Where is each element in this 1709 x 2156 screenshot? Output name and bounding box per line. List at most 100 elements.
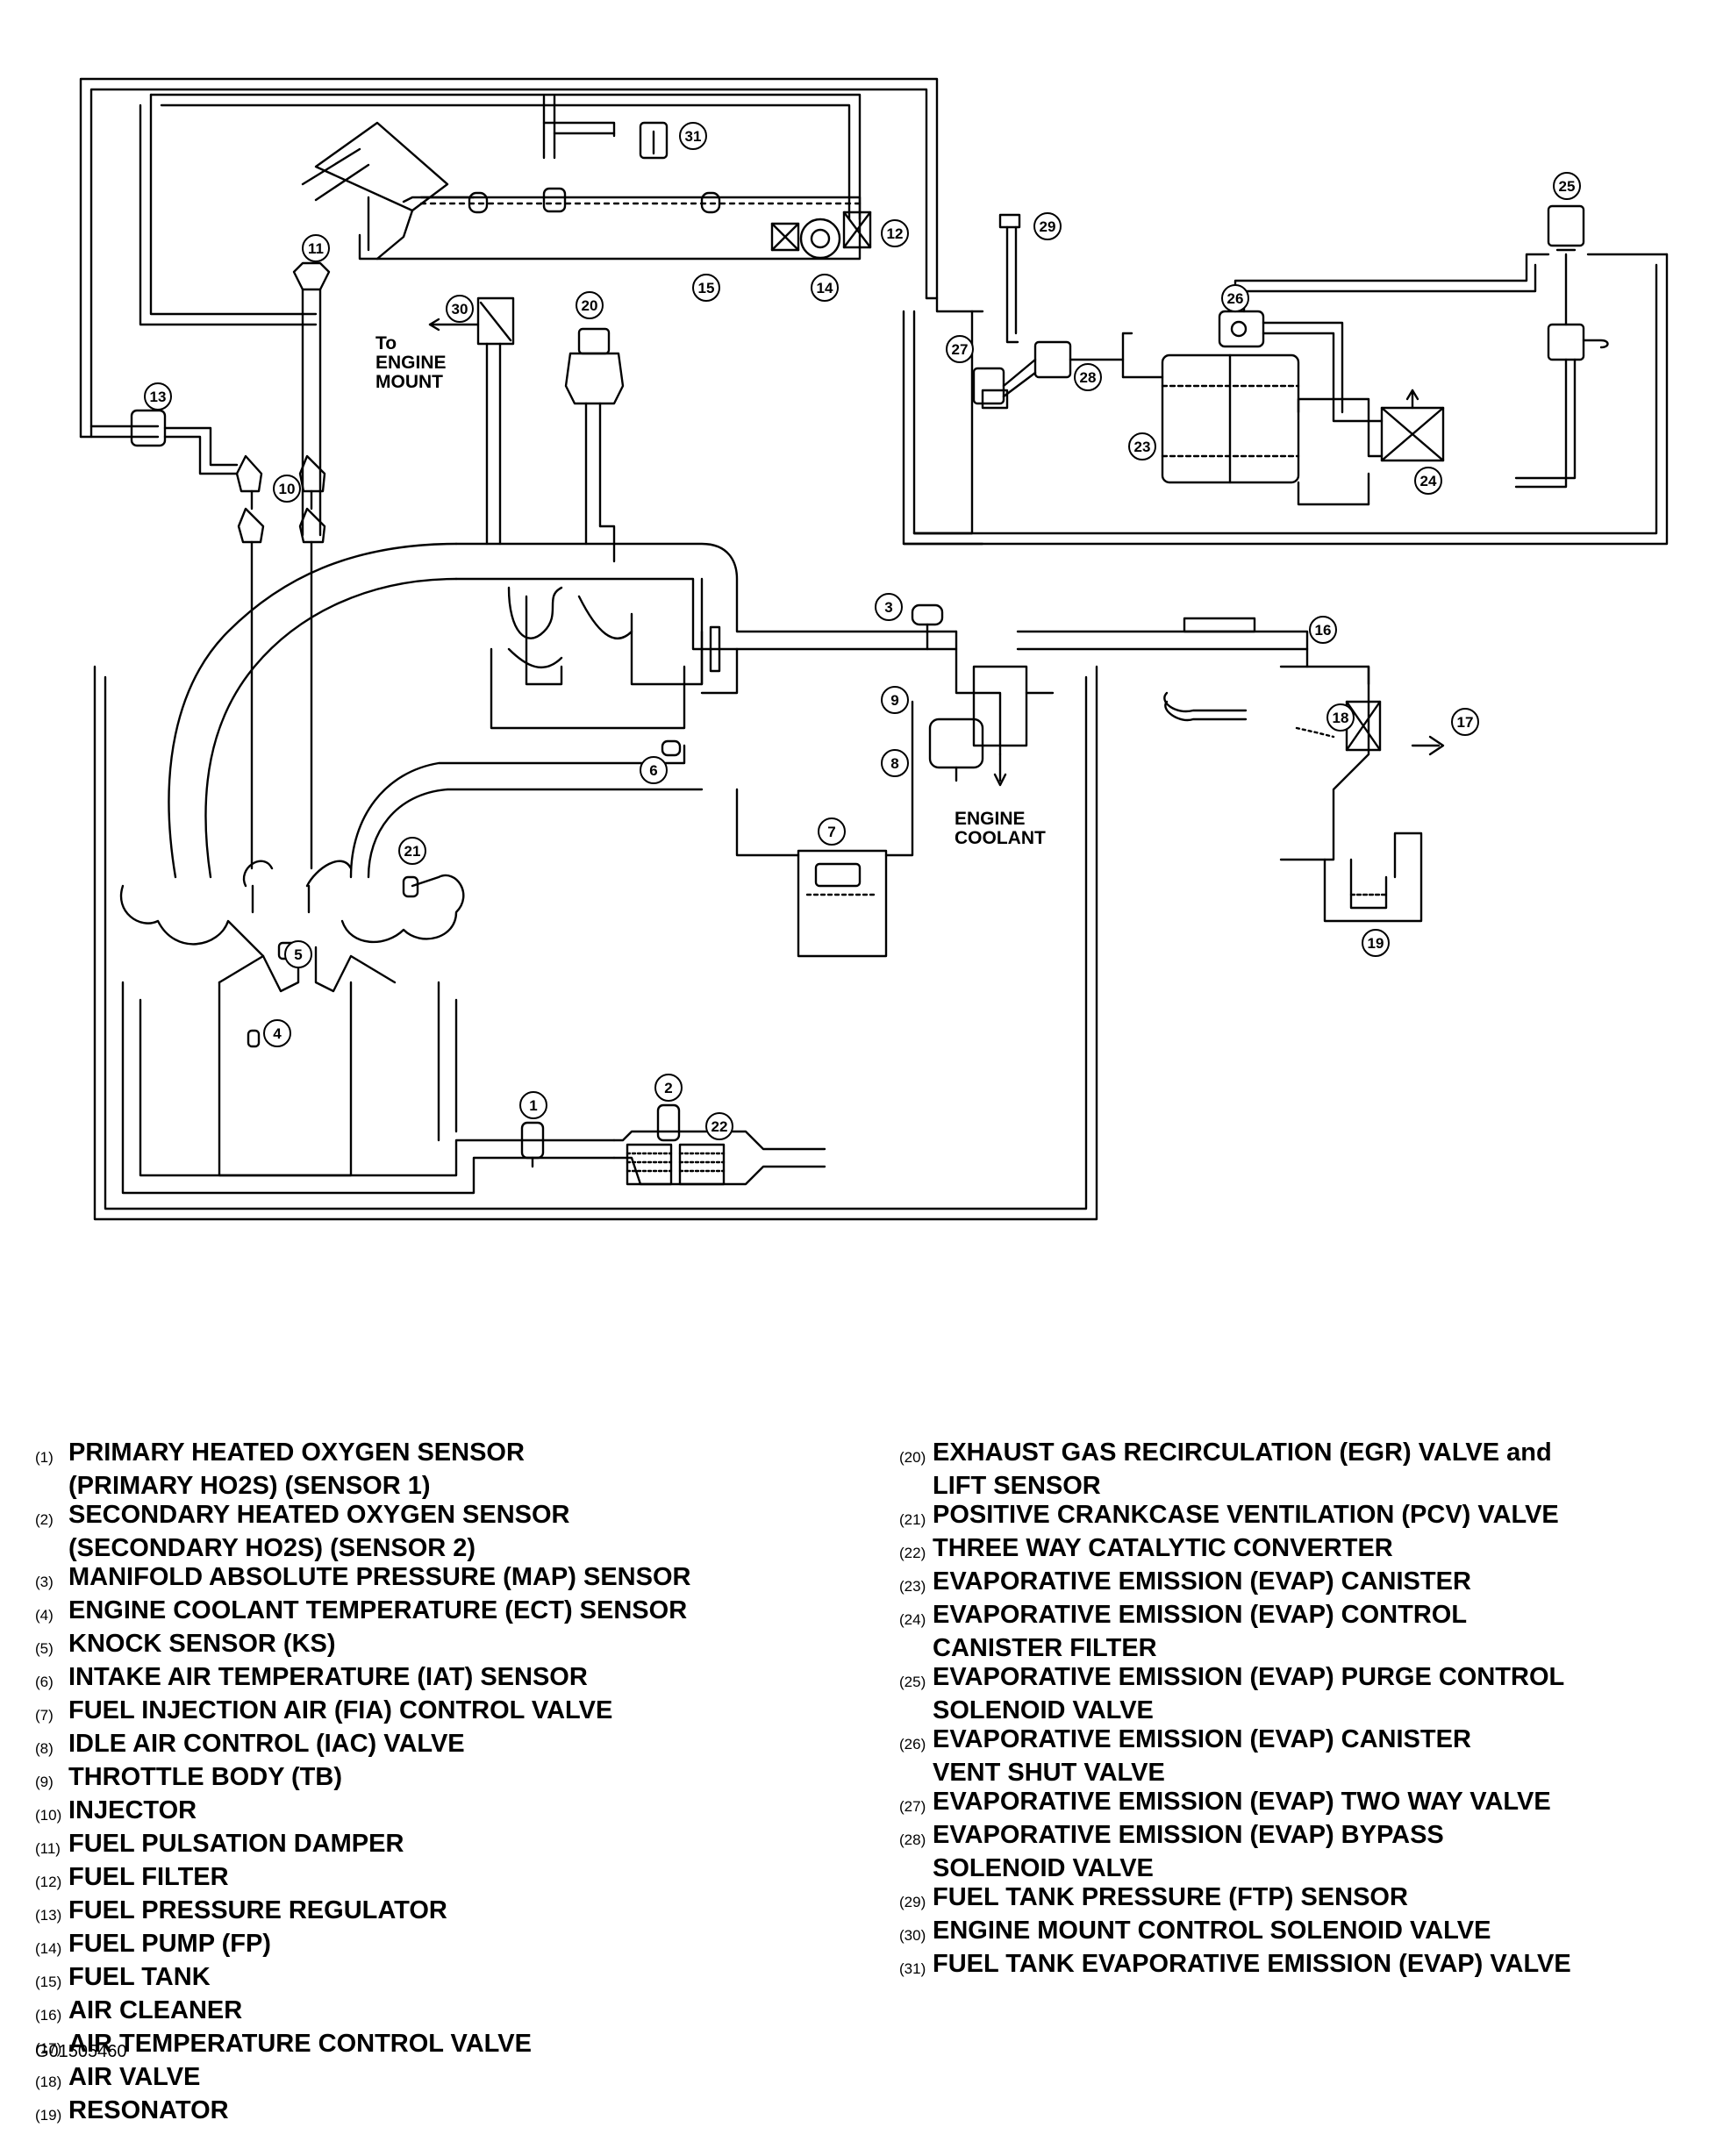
legend-text-continued: (PRIMARY HO2S) (SENSOR 1) [68,1472,431,1500]
legend-text: ENGINE MOUNT CONTROL SOLENOID VALVE [933,1917,1491,1945]
callout-number: 29 [1040,218,1056,235]
callout-number: 11 [308,240,324,257]
emission-system-diagram: 1234567891011121314151617181920212223242… [79,77,1669,1221]
callout-21: 21 [398,837,426,865]
legend-number: (18) [35,2074,62,2090]
callout-23: 23 [1128,432,1156,460]
callout-number: 10 [279,481,296,497]
callout-25: 25 [1553,172,1581,200]
legend-item-12: (12)FUEL FILTER [35,1863,860,1896]
legend-item-9: (9) THROTTLE BODY (TB) [35,1763,860,1796]
callout-30: 30 [446,295,474,323]
callout-19: 19 [1362,929,1390,957]
engine-block [119,860,616,1195]
callout-24: 24 [1414,467,1442,495]
callout-circle [1033,212,1062,240]
legend-number: (9) [35,1774,54,1790]
legend-text: FUEL TANK PRESSURE (FTP) SENSOR [933,1883,1408,1911]
legend-item-15: (15) FUEL TANK [35,1963,860,1996]
callout-number: 26 [1227,290,1244,307]
callout-circle [1074,363,1102,391]
legend-number: (24) [899,1611,926,1628]
callout-number: 20 [582,297,598,314]
legend-number: (8) [35,1740,54,1757]
legend-text: FUEL PRESSURE REGULATOR [68,1896,447,1924]
callout-circle [881,219,909,247]
legend-number: (13) [35,1907,62,1924]
callout-6: 6 [640,756,668,784]
callout-number: 23 [1134,439,1151,455]
legend-text: PRIMARY HEATED OXYGEN SENSOR [68,1439,525,1467]
callout-number: 18 [1333,710,1349,726]
callout-number: 15 [698,280,715,296]
label-mount: MOUNT [375,372,443,392]
callout-circle [811,274,839,302]
legend-number: (27) [899,1798,926,1815]
callout-13: 13 [144,382,172,410]
legend-text: IDLE AIR CONTROL (IAC) VALVE [68,1730,465,1758]
legend-item-4: (4)ENGINE COOLANT TEMPERATURE (ECT) SENS… [35,1596,860,1630]
air-cleaner [1163,617,1445,923]
callout-circle [640,756,668,784]
legend-text: EXHAUST GAS RECIRCULATION (EGR) VALVE an… [933,1439,1552,1467]
callout-circle [1362,929,1390,957]
callout-number: 13 [150,389,167,405]
legend-text-continued: SOLENOID VALVE [933,1854,1154,1882]
legend-number: (15) [35,1974,62,1990]
callout-circle [692,274,720,302]
legend-item-25: (25) EVAPORATIVE EMISSION (EVAP) PURGE CO… [899,1663,1689,1725]
legend-text-continued: SOLENOID VALVE [933,1696,1154,1724]
callout-26: 26 [1221,284,1249,312]
fuel-tank [301,121,872,261]
callout-3: 3 [875,593,903,621]
callout-circle [881,749,909,777]
legend-item-5: (5)KNOCK SENSOR (KS) [35,1630,860,1663]
legend-item-31: (31)FUEL TANK EVAPORATIVE EMISSION (EVAP… [899,1950,1689,1983]
legend-number: (10) [35,1807,62,1824]
egr-valve [564,327,625,563]
label-to: To [375,333,397,353]
legend-text: SECONDARY HEATED OXYGEN SENSOR [68,1501,570,1529]
legend-item-14: (14)FUEL PUMP (FP) [35,1930,860,1963]
exhaust-line [520,1103,826,1186]
callout-number: 30 [452,301,468,318]
legend-number: (25) [899,1674,926,1690]
legend-text: FUEL PUMP (FP) [68,1930,271,1958]
legend-text: FUEL TANK [68,1963,211,1991]
legend-item-10: (10)INJECTOR [35,1796,860,1830]
legend-number: (17) [35,2040,62,2057]
legend-text: ENGINE COOLANT TEMPERATURE (ECT) SENSOR [68,1596,688,1624]
legend-text: EVAPORATIVE EMISSION (EVAP) PURGE CONTRO… [933,1663,1565,1691]
callout-layer: 1234567891011121314151617181920212223242… [144,122,1581,1140]
legend-item-2: (2)SECONDARY HEATED OXYGEN SENSOR(SECOND… [35,1501,860,1563]
legend-item-21: (21)POSITIVE CRANKCASE VENTILATION (PCV)… [899,1501,1689,1534]
callout-number: 1 [529,1097,537,1114]
legend-text: FUEL PULSATION DAMPER [68,1830,404,1858]
legend-number: (29) [899,1894,926,1910]
legend-item-20: (20)EXHAUST GAS RECIRCULATION (EGR) VALV… [899,1439,1689,1501]
legend-text: RESONATOR [68,2096,229,2124]
callout-14: 14 [811,274,839,302]
callout-4: 4 [263,1019,291,1047]
callout-28: 28 [1074,363,1102,391]
callout-circle [679,122,707,150]
legend-number: (23) [899,1578,926,1595]
legend-number: (12) [35,1874,62,1890]
callout-27: 27 [946,335,974,363]
callout-9: 9 [881,686,909,714]
callout-8: 8 [881,749,909,777]
callout-number: 17 [1457,714,1474,731]
legend-item-7: (7)FUEL INJECTION AIR (FIA) CONTROL VALV… [35,1696,860,1730]
legend-item-17: (17)AIR TEMPERATURE CONTROL VALVE [35,2030,860,2063]
label-engine-coolant-2: COOLANT [955,828,1046,848]
diagram-labels: To ENGINE MOUNT ENGINE COOLANT [375,333,1046,848]
callout-circle [654,1074,683,1102]
callout-11: 11 [302,234,330,262]
legend-item-30: (30)ENGINE MOUNT CONTROL SOLENOID VALVE [899,1917,1689,1950]
callout-31: 31 [679,122,707,150]
callout-number: 12 [887,225,904,242]
callout-circle [576,291,604,319]
callout-circle [302,234,330,262]
legend-text: EVAPORATIVE EMISSION (EVAP) BYPASS [933,1821,1444,1849]
legend-text: THROTTLE BODY (TB) [68,1763,342,1791]
